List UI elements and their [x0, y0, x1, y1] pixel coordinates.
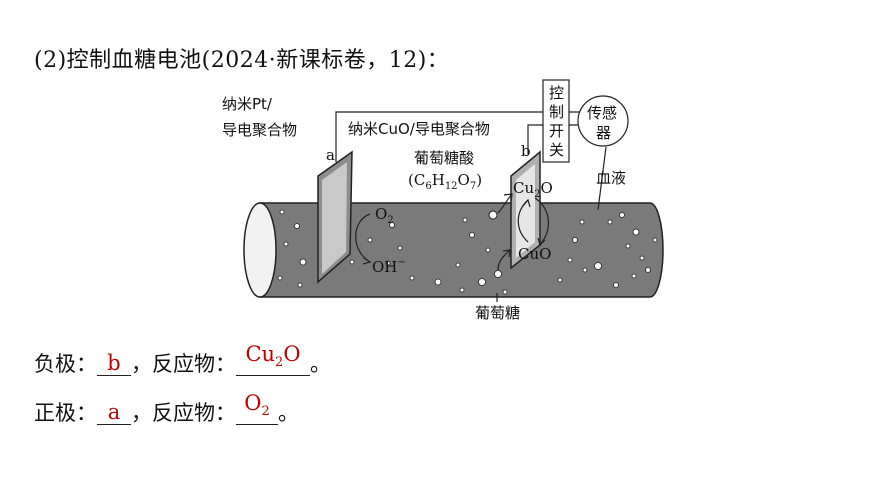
negative-electrode-blank: b: [97, 351, 131, 377]
positive-reactant-prefix: ，反应物：: [131, 401, 236, 426]
blood-vessel: [243, 202, 664, 298]
negative-reactant-blank: Cu2O: [236, 342, 310, 377]
glucose-bubbles: [277, 209, 658, 295]
electrode-b-letter: b: [521, 142, 531, 160]
svg-text:控: 控: [549, 84, 564, 102]
electrode-a-letter: a: [326, 146, 335, 164]
reaction-arrows: [355, 193, 549, 302]
negative-end: 。: [310, 352, 331, 377]
electrode-a: [317, 150, 353, 284]
cuo-label: CuO: [518, 245, 551, 263]
question-title: (2)控制血糖电池(2024·新课标卷，12)：: [34, 48, 450, 73]
external-circuit-wires: [335, 79, 629, 211]
positive-reactant-blank: O2: [236, 391, 278, 426]
electrode-a-label-line2: 导电聚合物: [222, 121, 297, 139]
negative-reactant-prefix: ，反应物：: [131, 352, 236, 377]
electrode-a-label-line1: 纳米Pt/: [222, 95, 273, 113]
hydroxide-label: OH−: [372, 257, 406, 276]
gluconic-acid-formula: (C6H12O7): [408, 171, 482, 192]
svg-text:器: 器: [596, 124, 611, 142]
blood-label: 血液: [596, 169, 626, 187]
electrode-b-label: 纳米CuO/导电聚合物: [348, 120, 490, 138]
svg-text:传感: 传感: [587, 104, 617, 122]
gluconic-acid-label: 葡萄糖酸: [414, 149, 474, 167]
svg-text:关: 关: [549, 141, 564, 159]
control-switch-label: 控 制 开 关: [549, 84, 564, 159]
svg-text:制: 制: [549, 103, 564, 121]
positive-electrode-answer: 正极： a ，反应物： O2 。: [34, 391, 299, 427]
positive-electrode-blank: a: [97, 400, 131, 426]
positive-end: 。: [278, 401, 299, 426]
svg-text:开: 开: [549, 122, 564, 140]
glucose-label: 葡萄糖: [475, 304, 520, 322]
electrode-b: [510, 150, 541, 270]
cu2o-label: Cu2O: [513, 179, 553, 200]
positive-prefix: 正极：: [34, 401, 97, 426]
sensor-label: 传感 器: [587, 104, 617, 142]
negative-electrode-answer: 负极： b ，反应物： Cu2O 。: [34, 342, 331, 378]
o2-label: O2: [375, 205, 394, 226]
negative-prefix: 负极：: [34, 352, 97, 377]
